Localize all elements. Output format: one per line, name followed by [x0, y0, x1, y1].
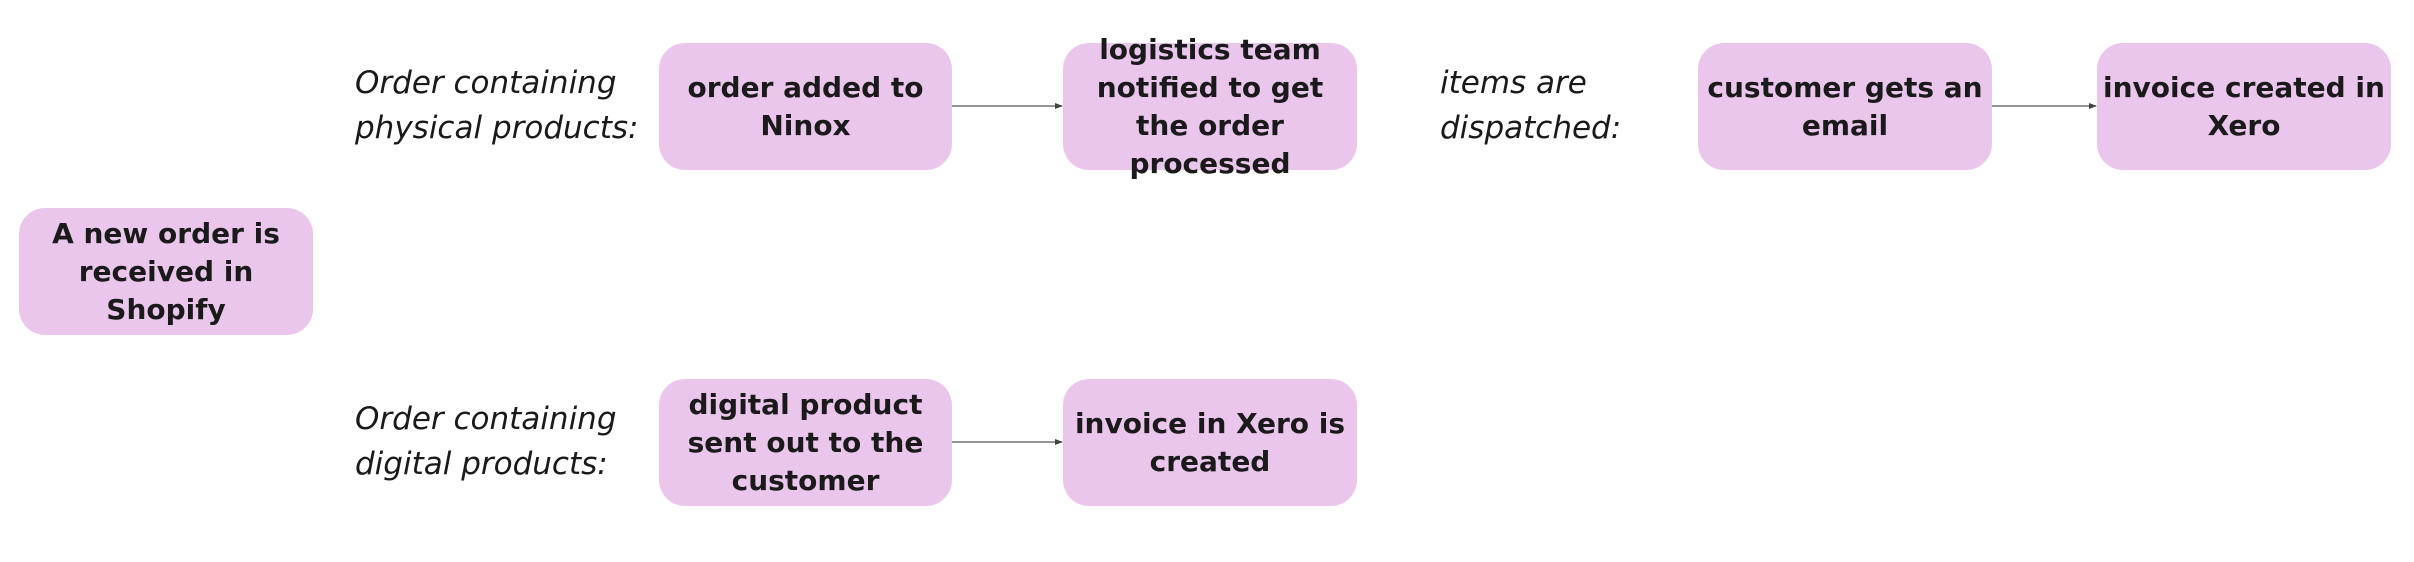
node-new-order-shopify: A new order is received in Shopify — [19, 208, 313, 335]
label-physical-products: Order containing physical products: — [355, 65, 639, 146]
node-invoice-xero-digital: invoice in Xero is created — [1063, 379, 1357, 506]
node-invoice-xero-physical: invoice created in Xero — [2097, 43, 2391, 170]
label-digital-products: Order containing digital products: — [355, 401, 617, 482]
label-items-dispatched: items are dispatched: — [1440, 65, 1622, 146]
node-customer-email: customer gets an email — [1698, 43, 1992, 170]
node-order-added-ninox: order added to Ninox — [659, 43, 952, 170]
node-logistics-notified: logistics team notified to get the order… — [1063, 33, 1357, 180]
node-digital-product-sent: digital product sent out to the customer — [659, 379, 952, 506]
